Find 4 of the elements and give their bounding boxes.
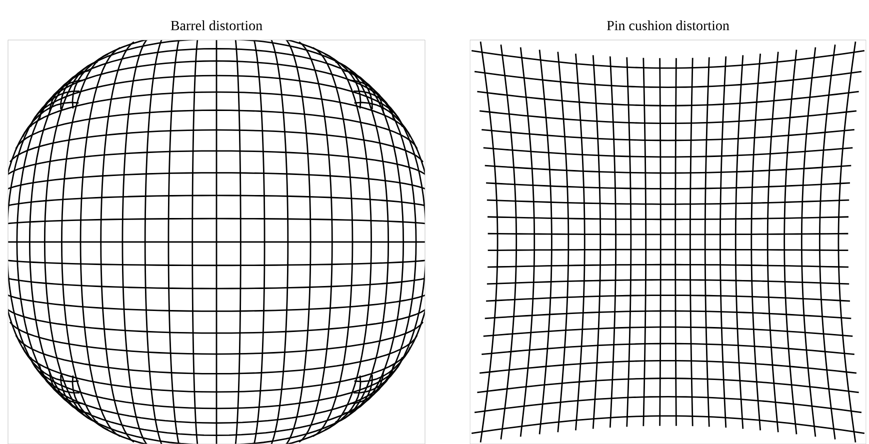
node-label: Pin cushion distortion bbox=[606, 20, 730, 30]
grid-panel: Pin cushion distortion bbox=[470, 20, 866, 444]
grid-panel: Barrel distortion bbox=[8, 20, 426, 444]
node-label: Barrel distortion bbox=[170, 20, 262, 30]
